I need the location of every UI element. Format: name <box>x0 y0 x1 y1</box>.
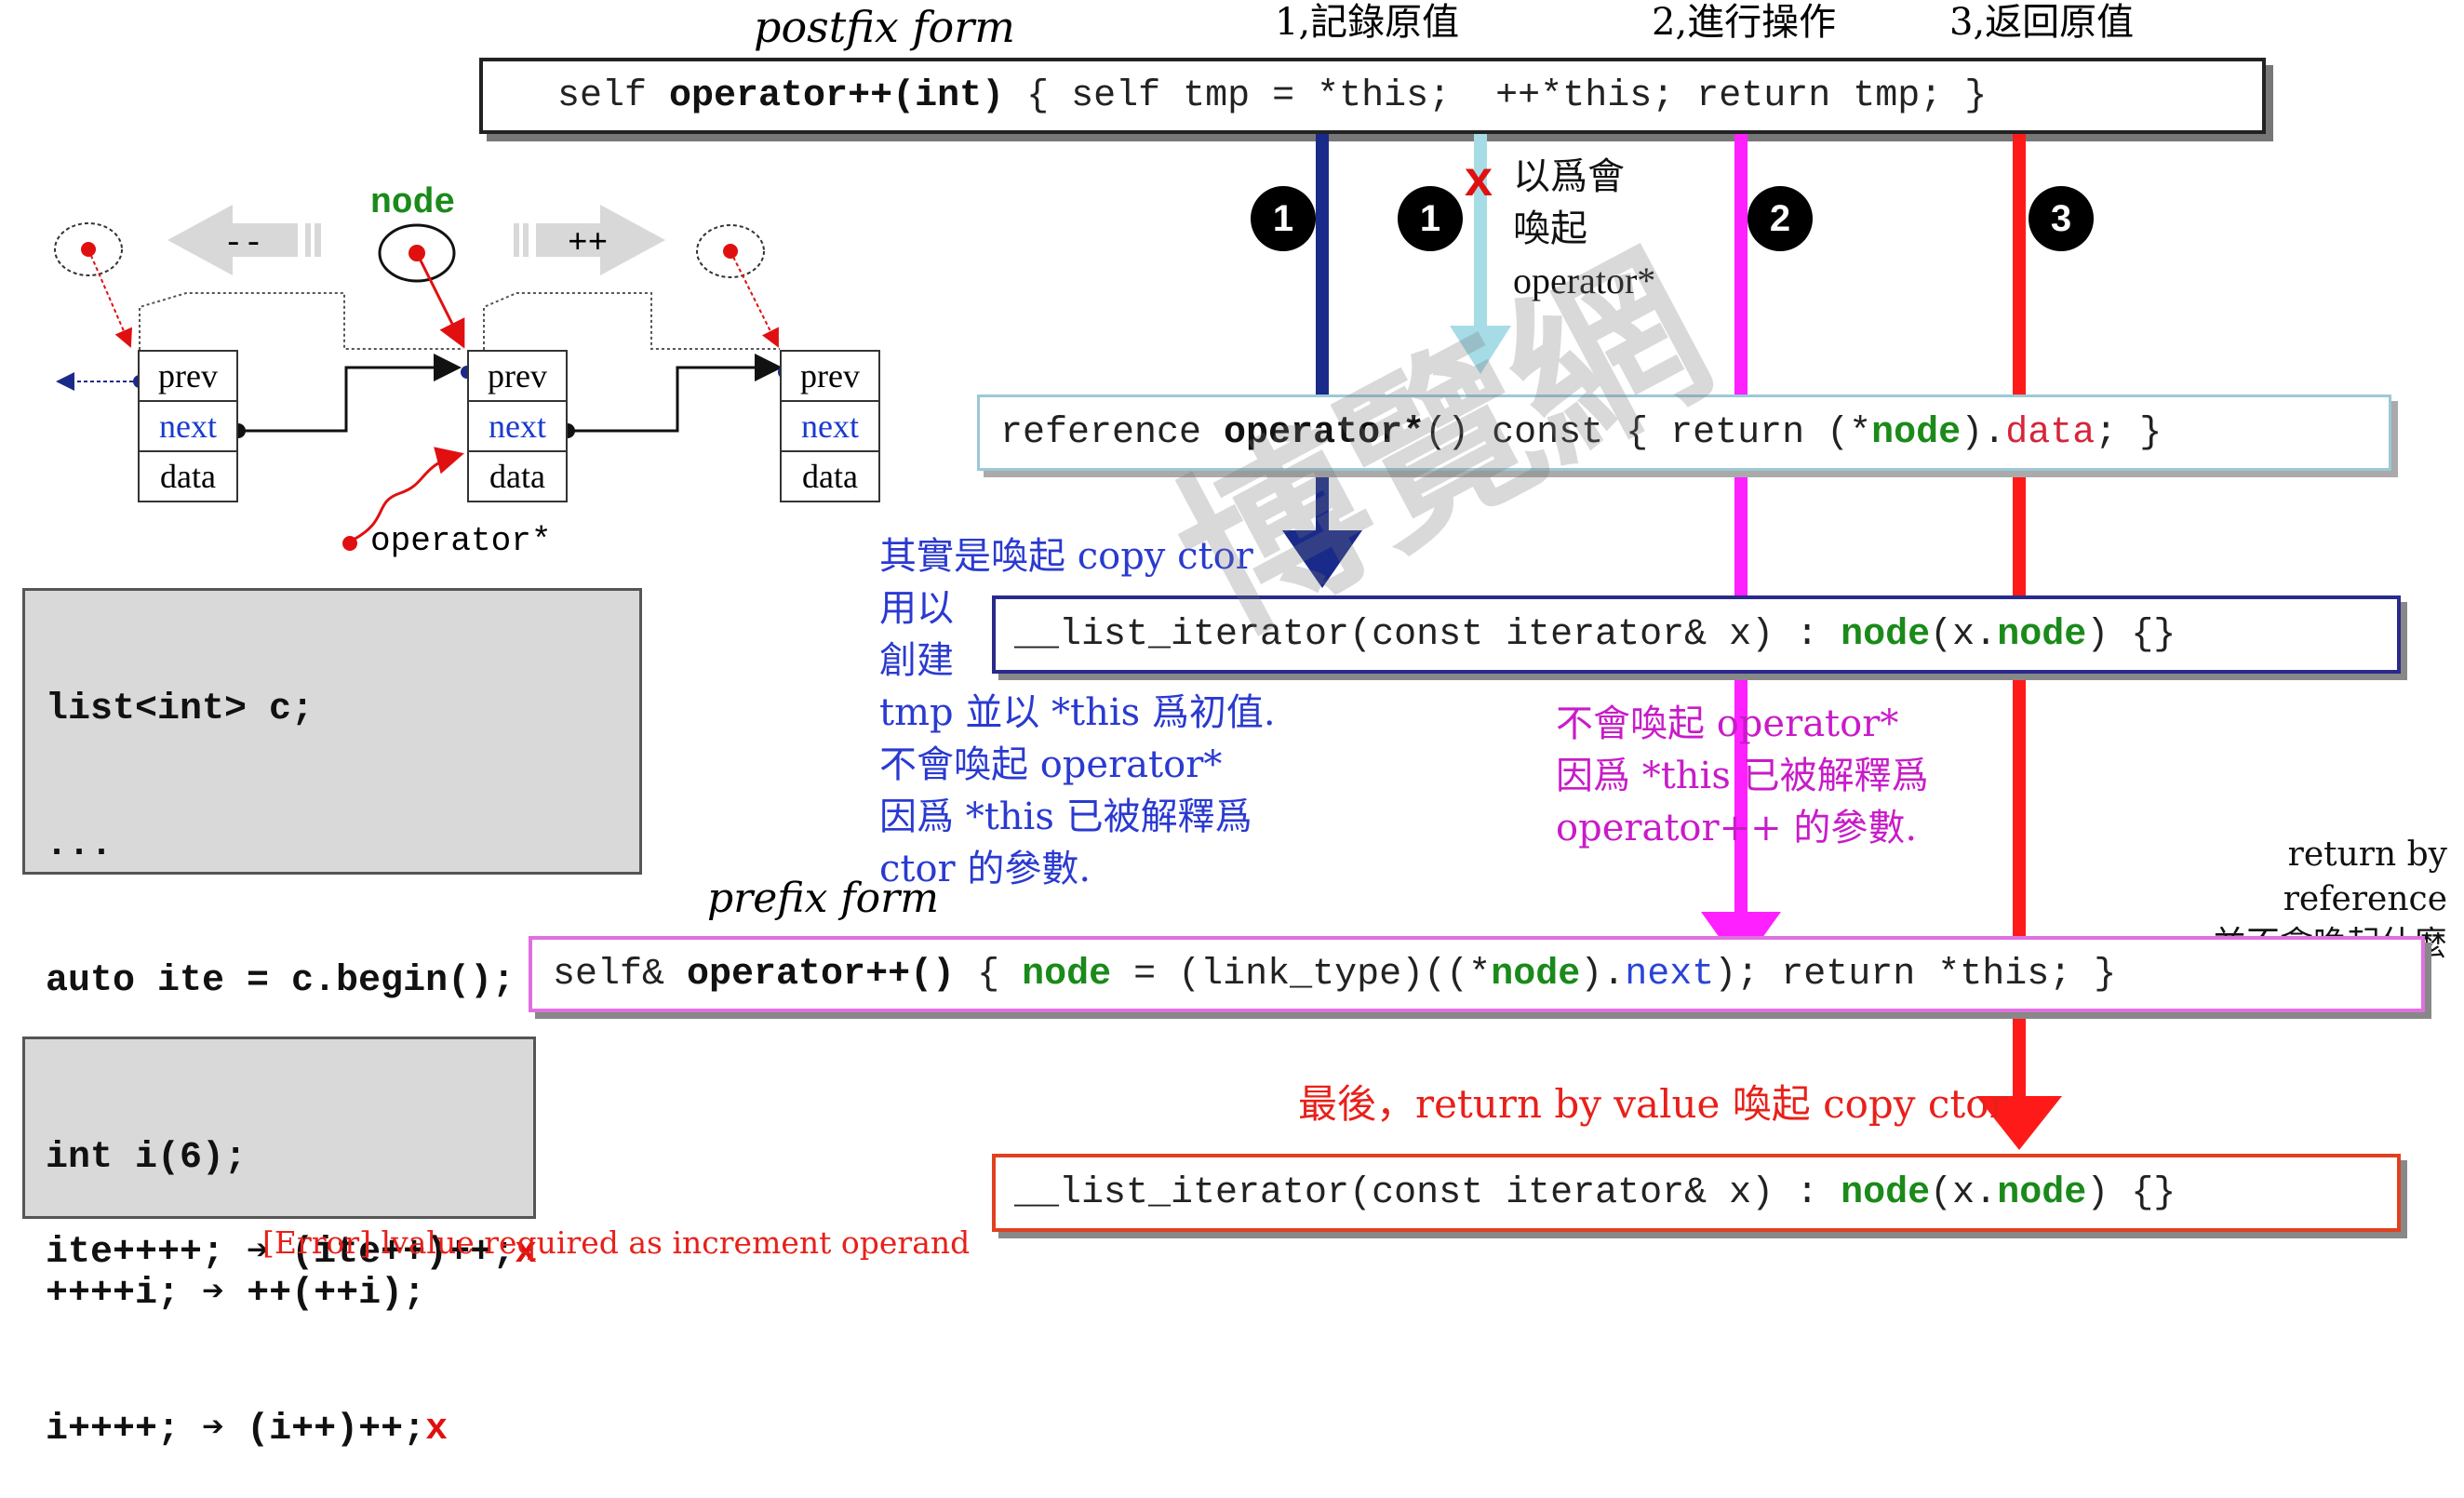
step-circle-2: 2 <box>1748 186 1813 251</box>
postfix-code-pre: self <box>557 74 670 117</box>
magenta-note-line-3: operator++ 的參數. <box>1556 807 1918 849</box>
error-message: [Error] lvalue required as increment ope… <box>262 1224 971 1261</box>
copy-ctor-note: 其實是喚起 copy ctor 用以 創建 tmp 並以 *this 爲初值. … <box>879 530 1276 895</box>
ctor2-pre: __list_iterator(const iterator& x) : <box>1014 1171 1841 1214</box>
step-circle-1a: 1 <box>1251 186 1316 251</box>
ctor2-mid: (x. <box>1930 1171 1998 1214</box>
node3-prev: prev <box>780 350 880 402</box>
arrow-copy-ctor-head <box>1282 530 1362 588</box>
step3-label: 3,返回原值 <box>1949 1 2135 44</box>
deref-pre: reference <box>1000 411 1225 454</box>
prefix-operator-code: self& operator++() { node = (link_type)(… <box>529 936 2425 1012</box>
int-code-line-2: ++++i; ➔ ++(++i); <box>46 1273 426 1315</box>
step1-label: 1,記錄原值 <box>1275 1 1460 44</box>
iter-code-line-1: list<int> c; <box>46 689 315 730</box>
prefix-next: next <box>1625 953 1715 996</box>
node1-data: data <box>138 450 238 502</box>
node2-prev: prev <box>467 350 568 402</box>
copy-ctor-code-2: __list_iterator(const iterator& x) : nod… <box>992 1154 2401 1232</box>
int-code-line-3: i++++; ➔ (i++)++;x <box>46 1404 533 1456</box>
linked-list-diagram <box>54 205 791 551</box>
deref-node: node <box>1871 411 1962 454</box>
ctor1-pre: __list_iterator(const iterator& x) : <box>1014 613 1841 656</box>
arrow-return-head <box>1976 1096 2062 1150</box>
int-x-mark: x <box>425 1409 449 1451</box>
iterator-example-code: list<int> c; ... auto ite = c.begin(); +… <box>22 588 642 1274</box>
step-circle-3: 3 <box>2029 186 2094 251</box>
misconception-note: 以爲會 喚起 operator* <box>1513 151 1655 307</box>
prefix-node2: node <box>1491 953 1581 996</box>
int-code-line-3-text: i++++; ➔ (i++)++; <box>46 1409 426 1451</box>
magenta-note: 不會喚起 operator* 因爲 *this 已被解釋爲 operator++… <box>1556 698 1929 854</box>
deref-mid: () const { return (* <box>1425 411 1872 454</box>
node1-next: next <box>138 400 238 452</box>
int-example-code: int i(6); ++++i; ➔ ++(++i); i++++; ➔ (i+… <box>22 1037 536 1451</box>
return-reference-line-1: return by reference <box>2283 836 2447 918</box>
ctor2-node2: node <box>1997 1171 2087 1214</box>
dereference-operator-code: reference operator*() const { return (*n… <box>977 395 2391 471</box>
iter-code-line-5: ite++++; ➔ (ite++)++;x <box>46 1227 639 1279</box>
postfix-code-rest: { self tmp = *this; ++*this; return tmp;… <box>1004 74 1988 117</box>
copy-ctor-note-line-1: 其實是喚起 copy ctor <box>879 535 1253 578</box>
ctor1-end: ) {} <box>2086 613 2176 656</box>
prefix-c: ). <box>1580 953 1626 996</box>
magenta-note-line-2: 因爲 *this 已被解釋爲 <box>1556 755 1929 797</box>
deref-keyword: operator* <box>1224 411 1426 454</box>
node2-next: next <box>467 400 568 452</box>
arrow-operation-shaft <box>1734 134 1748 925</box>
arrow-copy-ctor-shaft <box>1316 134 1329 543</box>
misconception-x-mark: x <box>1465 151 1493 207</box>
copy-ctor-note-line-3: 創建 <box>879 639 954 682</box>
deref-mid2: ). <box>1961 411 2006 454</box>
arrow-misconception-shaft <box>1474 134 1487 337</box>
iter-x-mark: x <box>515 1232 538 1274</box>
iter-code-line-2: ... <box>46 824 114 866</box>
ctor1-node1: node <box>1841 613 1931 656</box>
ctor2-node1: node <box>1841 1171 1931 1214</box>
misconception-line-1: 以爲會 <box>1513 155 1625 198</box>
ctor2-end: ) {} <box>2086 1171 2176 1214</box>
misconception-line-3: operator* <box>1513 260 1656 301</box>
misconception-line-2: 喚起 <box>1513 207 1587 250</box>
magenta-note-line-1: 不會喚起 operator* <box>1556 702 1899 745</box>
postfix-form-label: postfix form <box>754 2 1015 52</box>
increment-label: ++ <box>568 224 609 262</box>
prefix-pre: self& <box>553 953 688 996</box>
operator-star-label: operator* <box>370 522 552 560</box>
deref-data: data <box>2005 411 2096 454</box>
copy-ctor-note-line-4: tmp 並以 *this 爲初值. <box>879 691 1276 734</box>
deref-end: ; } <box>2095 411 2163 454</box>
postfix-code-keyword: operator++(int) <box>669 74 1005 117</box>
node3-data: data <box>780 450 880 502</box>
decrement-arrow-icon <box>167 205 321 275</box>
ctor1-mid: (x. <box>1930 613 1998 656</box>
prefix-b: = (link_type)((* <box>1111 953 1492 996</box>
node3-next: next <box>780 400 880 452</box>
prefix-node1: node <box>1022 953 1112 996</box>
final-note: 最後，return by value 喚起 copy ctor <box>1298 1081 2008 1127</box>
copy-ctor-note-line-5: 不會喚起 operator* <box>879 743 1223 786</box>
increment-arrow-icon <box>514 205 665 275</box>
step2-label: 2,進行操作 <box>1652 1 1837 44</box>
prefix-form-label: prefix form <box>707 875 939 922</box>
ctor1-node2: node <box>1997 613 2087 656</box>
iter-code-line-3: auto ite = c.begin(); <box>46 960 516 1002</box>
node1-prev: prev <box>138 350 238 402</box>
node2-data: data <box>467 450 568 502</box>
copy-ctor-code-1: __list_iterator(const iterator& x) : nod… <box>992 595 2401 674</box>
node-label: node <box>370 183 456 223</box>
step-circle-1b: 1 <box>1398 186 1463 251</box>
copy-ctor-note-line-2: 用以 <box>879 587 954 630</box>
postfix-operator-code: self operator++(int) { self tmp = *this;… <box>479 58 2266 134</box>
int-code-line-1: int i(6); <box>46 1137 248 1179</box>
prefix-keyword: operator++() <box>687 953 956 996</box>
prefix-d: ); return *this; } <box>1714 953 2117 996</box>
prefix-a: { <box>955 953 1023 996</box>
arrow-misconception-head <box>1450 326 1511 374</box>
copy-ctor-note-line-7: ctor 的參數. <box>879 848 1091 890</box>
decrement-label: -- <box>223 224 264 262</box>
copy-ctor-note-line-6: 因爲 *this 已被解釋爲 <box>879 796 1252 838</box>
iter-code-line-5-text: ite++++; ➔ (ite++)++; <box>46 1232 516 1274</box>
